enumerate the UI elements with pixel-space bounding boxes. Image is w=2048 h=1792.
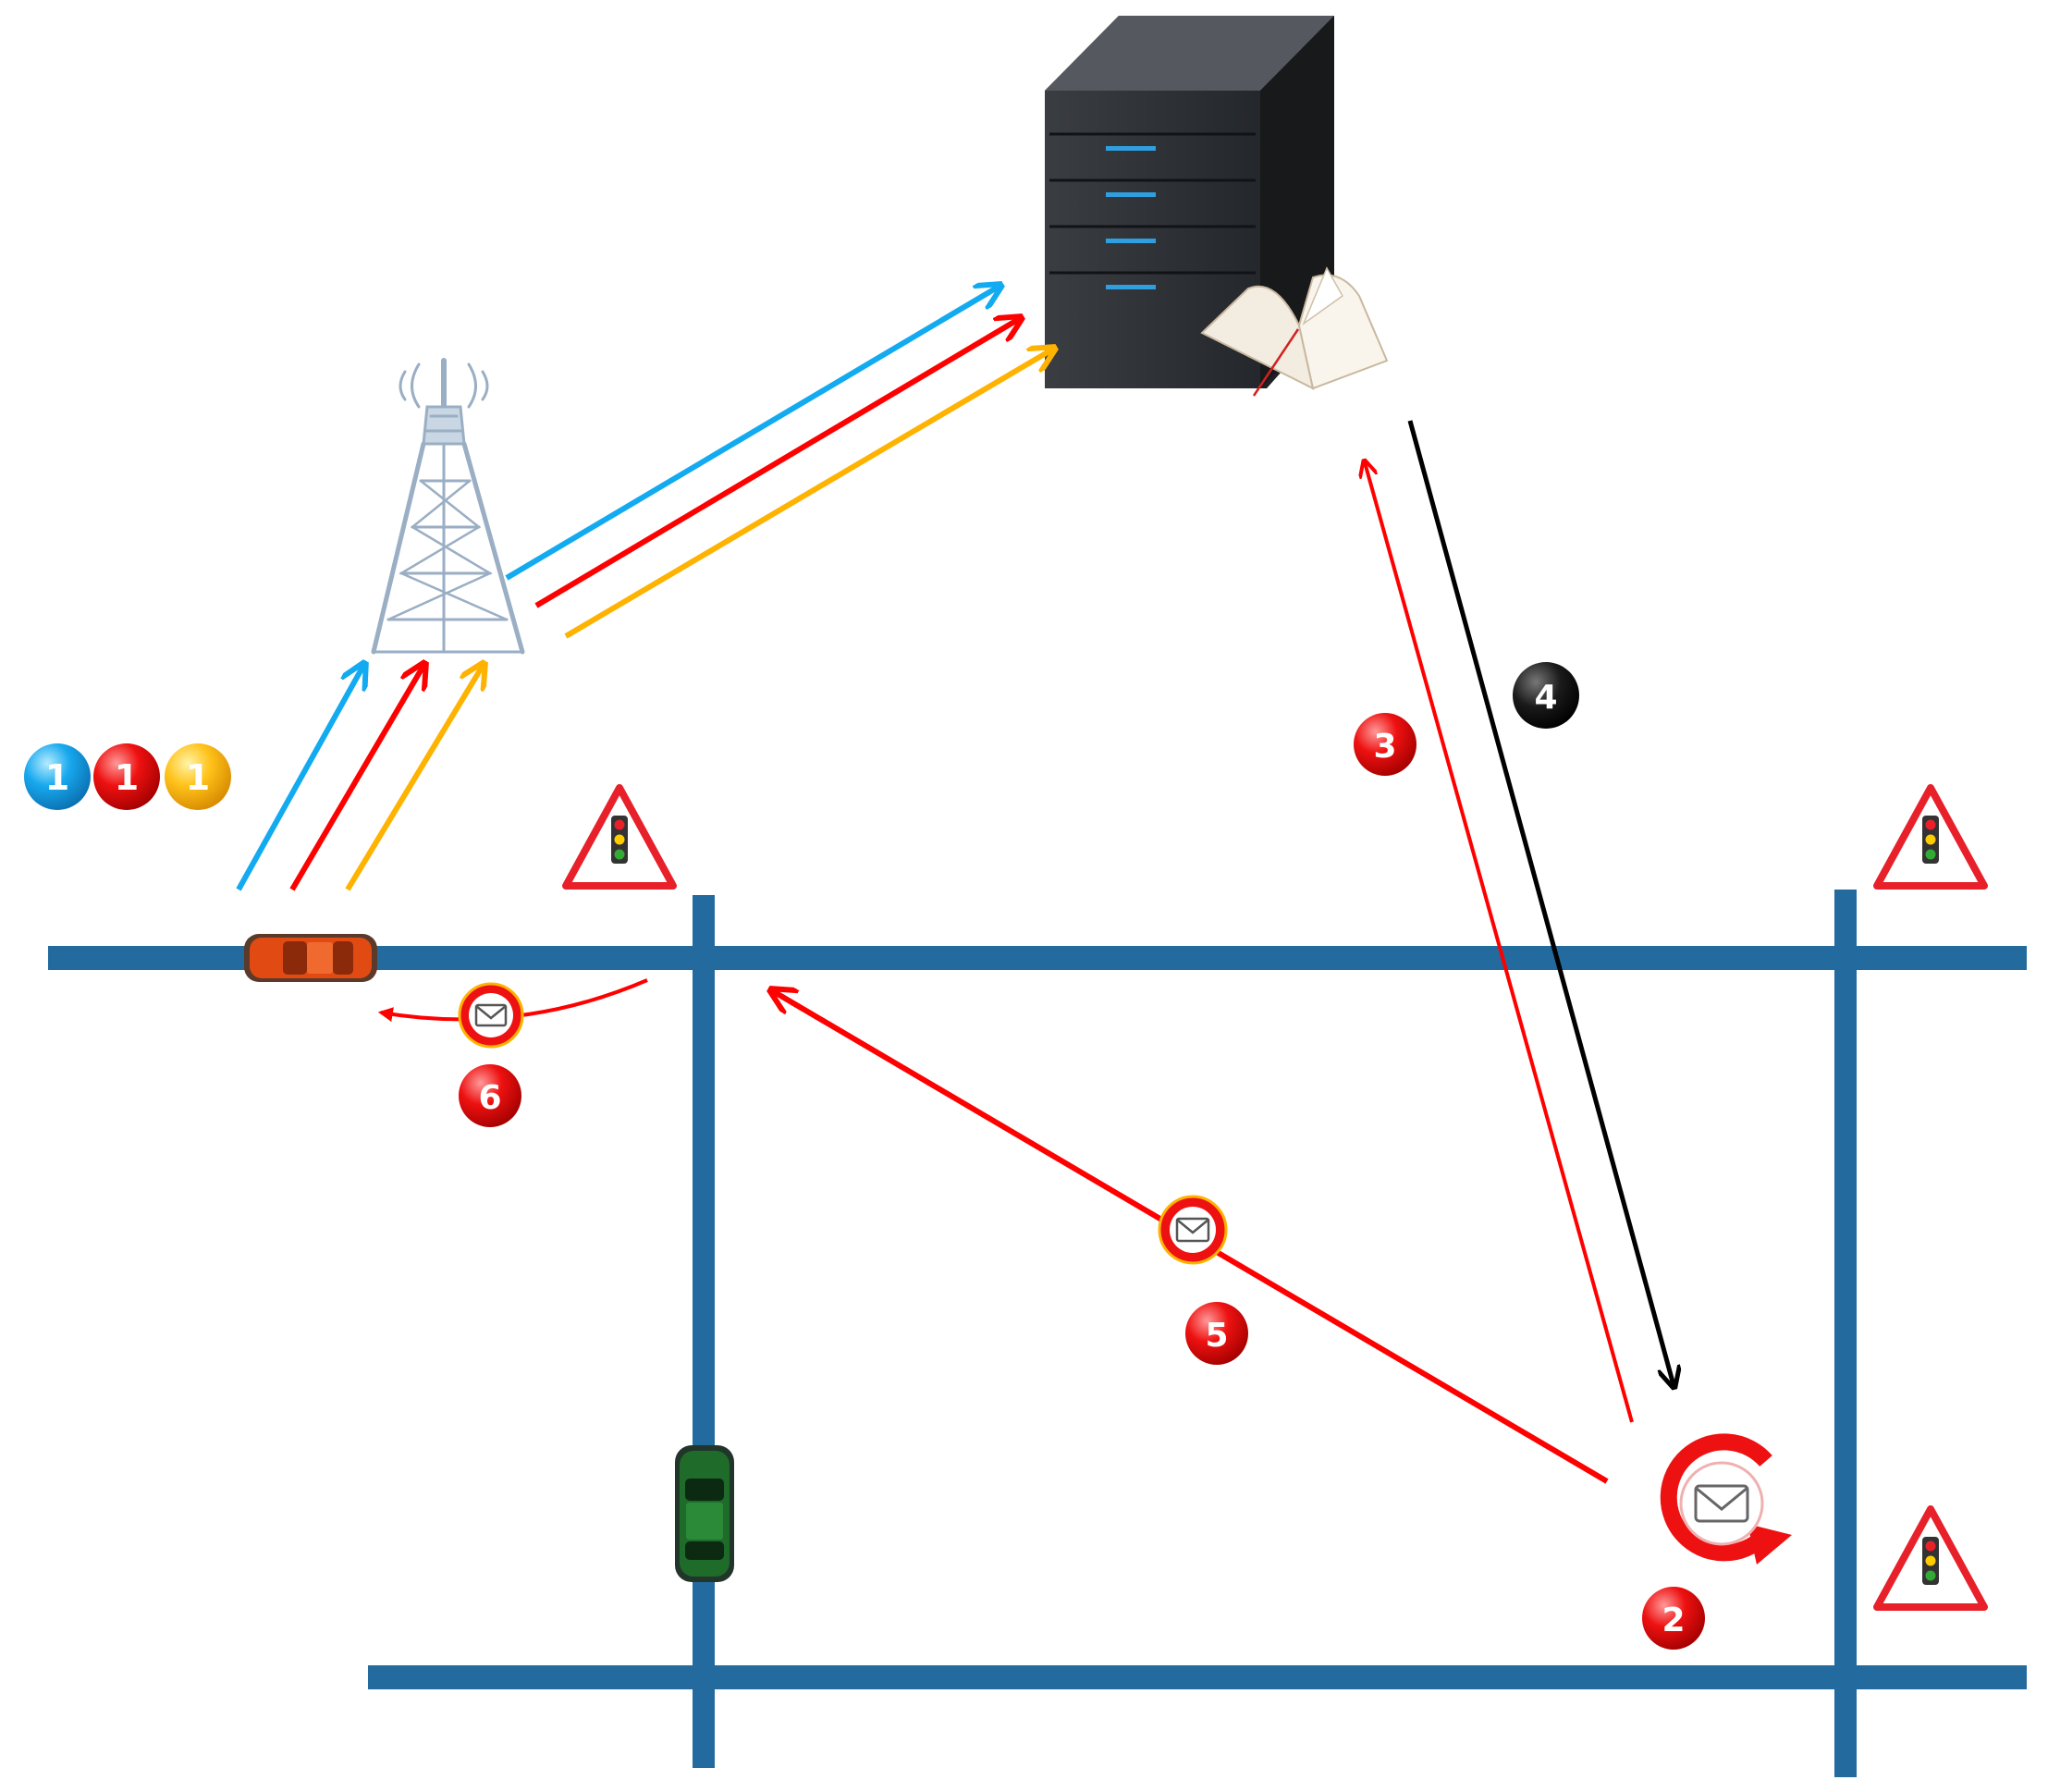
road-lower-horizontal [368, 1665, 2027, 1689]
road-network [48, 890, 2027, 1777]
arrow-red-tower-to-server [534, 319, 1019, 608]
arrow-red-car-to-tower [289, 666, 423, 891]
svg-text:6: 6 [478, 1079, 501, 1117]
step-badge-1-blue: 1 [24, 743, 91, 810]
svg-text:1: 1 [115, 757, 139, 798]
road-left-vertical [693, 895, 715, 1768]
step-badge-2: 2 [1642, 1587, 1705, 1650]
arrow-blue-tower-to-server [505, 287, 999, 581]
arrow-blue-car-to-tower [236, 666, 363, 891]
car-icon [244, 934, 377, 982]
car-icon [675, 1445, 734, 1582]
step-badge-3: 3 [1354, 713, 1416, 776]
svg-text:1: 1 [186, 757, 210, 798]
svg-text:1: 1 [45, 757, 69, 798]
step-badge-6: 6 [459, 1064, 521, 1127]
traffic-light-warning-icon [1873, 1505, 1988, 1611]
arrow-yellow-car-to-tower [345, 666, 483, 891]
uplink-car-to-tower-arrows [236, 666, 483, 891]
arrow-step3-to-server [1365, 462, 1634, 1423]
cell-tower-icon [371, 358, 525, 655]
svg-text:5: 5 [1205, 1317, 1228, 1355]
step-badge-4: 4 [1513, 662, 1579, 729]
step-badge-5: 5 [1185, 1302, 1248, 1365]
step-badge-1-red: 1 [93, 743, 160, 810]
uplink-tower-to-server-arrows [505, 287, 1052, 639]
envelope-icon [1694, 1484, 1749, 1523]
envelope-icon [458, 982, 524, 1049]
traffic-light-warning-icon [1873, 784, 1988, 890]
svg-text:3: 3 [1373, 728, 1396, 766]
book-icon [1200, 266, 1389, 397]
refresh-icon [1660, 1433, 1792, 1565]
svg-text:4: 4 [1534, 679, 1557, 717]
arrow-step4-from-server [1407, 420, 1674, 1385]
road-upper-horizontal [48, 946, 2027, 970]
arrow-yellow-tower-to-server [564, 350, 1052, 639]
step-badge-1-yellow: 1 [165, 743, 231, 810]
traffic-light-warning-icon [562, 784, 677, 890]
svg-text:2: 2 [1662, 1602, 1685, 1639]
road-right-vertical [1834, 890, 1857, 1777]
envelope-icon [1158, 1195, 1228, 1265]
